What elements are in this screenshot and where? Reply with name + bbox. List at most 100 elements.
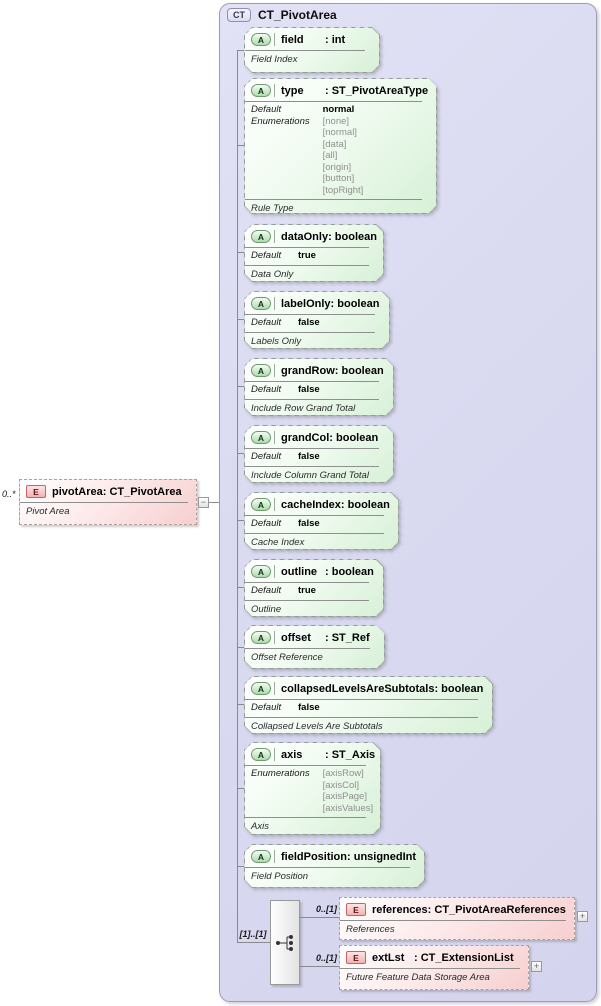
connector-line — [237, 50, 244, 51]
attribute-box-axis[interactable]: A axis : ST_Axis Enumerations [axisRow] … — [244, 742, 381, 835]
attribute-box-cacheindex[interactable]: A cacheIndex : boolean Default false Cac… — [244, 492, 399, 550]
default-value: true — [298, 250, 316, 261]
divider — [245, 699, 478, 700]
attribute-annotation: Cache Index — [251, 536, 305, 548]
attribute-icon: A — [251, 682, 271, 695]
divider — [245, 50, 365, 51]
attribute-box-type[interactable]: A type : ST_PivotAreaType Default normal… — [244, 78, 437, 214]
badge-divider — [274, 84, 275, 97]
divider — [245, 448, 379, 449]
element-annotation: References — [346, 924, 395, 935]
divider — [245, 533, 384, 534]
enumeration-value: [axisRow] — [322, 768, 364, 779]
element-icon: E — [346, 903, 366, 916]
attribute-icon: A — [251, 230, 271, 243]
default-label: Default — [251, 585, 282, 596]
attribute-box-grandrow[interactable]: A grandRow : boolean Default false Inclu… — [244, 358, 394, 416]
attribute-box-labelonly[interactable]: A labelOnly : boolean Default false Labe… — [244, 291, 390, 349]
attribute-box-dataonly[interactable]: A dataOnly : boolean Default true Data O… — [244, 224, 384, 282]
element-name: extLst — [372, 951, 405, 964]
element-type: : CT_ExtensionList — [414, 951, 514, 964]
references-cardinality: 0..[1] — [315, 904, 337, 914]
attribute-annotation: Outline — [251, 603, 282, 615]
connector-line — [237, 145, 244, 146]
element-name: references — [372, 903, 428, 916]
attribute-type: : ST_Axis — [325, 748, 376, 761]
element-box-extlst[interactable]: E extLst : CT_ExtensionList Future Featu… — [339, 945, 529, 990]
badge-divider — [274, 498, 275, 511]
attribute-type: : ST_Ref — [325, 631, 370, 644]
attribute-box-grandcol[interactable]: A grandCol : boolean Default false Inclu… — [244, 425, 394, 483]
connector-line — [237, 788, 244, 789]
connector-line — [237, 319, 244, 320]
sequence-group-box[interactable] — [270, 900, 300, 985]
attribute-annotation: Data Only — [251, 268, 294, 280]
badge-divider — [274, 364, 275, 377]
default-label: Default — [251, 384, 282, 395]
element-type: : CT_PivotAreaReferences — [427, 903, 566, 916]
connector-line — [237, 386, 244, 387]
element-type: : CT_PivotArea — [102, 485, 182, 498]
badge-divider — [274, 631, 275, 644]
badge-divider — [274, 850, 275, 863]
connector-line — [237, 520, 244, 521]
attribute-box-fieldposition[interactable]: A fieldPosition : unsignedInt Field Posi… — [244, 844, 425, 888]
attribute-type: : boolean — [340, 498, 390, 511]
element-box-references[interactable]: E references : CT_PivotAreaReferences Re… — [339, 897, 575, 940]
default-value: false — [298, 702, 320, 713]
attribute-name: grandRow — [281, 364, 335, 377]
attribute-icon: A — [251, 631, 271, 644]
connector-line — [238, 942, 270, 943]
default-value: normal — [322, 104, 355, 115]
enumeration-value: [button] — [322, 173, 355, 184]
enumeration-value: [origin] — [322, 161, 352, 173]
divider — [245, 314, 375, 315]
badge-divider — [274, 748, 275, 761]
attribute-box-offset[interactable]: A offset : ST_Ref Offset Reference — [244, 625, 385, 669]
expand-references-button[interactable]: + — [577, 911, 588, 922]
default-label: Default — [251, 104, 282, 115]
divider — [245, 648, 370, 649]
connector-line — [237, 252, 244, 253]
divider — [245, 381, 379, 382]
attribute-box-field[interactable]: A field : int Field Index — [244, 27, 380, 73]
attribute-type: : boolean — [329, 431, 379, 444]
divider — [245, 199, 422, 200]
attribute-box-collapsedlevelsaresubtotals[interactable]: A collapsedLevelsAreSubtotals : boolean … — [244, 676, 493, 734]
attribute-type: : boolean — [334, 364, 384, 377]
expand-extlst-button[interactable]: + — [531, 961, 542, 972]
divider — [245, 515, 384, 516]
attribute-name: fieldPosition — [281, 850, 347, 863]
element-name: pivotArea — [52, 485, 103, 498]
element-annotation: Pivot Area — [26, 506, 70, 517]
divider — [245, 101, 422, 102]
attribute-annotation: Offset Reference — [251, 652, 323, 663]
connector-line — [237, 647, 244, 648]
attribute-icon: A — [251, 364, 271, 377]
attribute-box-outline[interactable]: A outline : boolean Default true Outline — [244, 559, 384, 617]
attribute-annotation: Field Position — [251, 871, 309, 882]
attribute-name: type — [281, 84, 304, 97]
divider — [245, 867, 410, 868]
attribute-type: : boolean — [328, 230, 377, 243]
attribute-annotation: Include Row Grand Total — [251, 402, 356, 414]
attribute-name: labelOnly — [281, 297, 331, 310]
collapse-pivotarea-button[interactable]: − — [198, 497, 209, 508]
enumeration-value: [axisPage] — [322, 791, 367, 802]
attribute-annotation: Collapsed Levels Are Subtotals — [251, 720, 383, 732]
divider — [245, 717, 478, 718]
element-box-pivotarea[interactable]: E pivotArea : CT_PivotArea Pivot Area — [19, 479, 197, 525]
divider — [245, 817, 366, 818]
attribute-annotation: Rule Type — [251, 203, 294, 213]
attribute-annotation: Include Column Grand Total — [251, 469, 369, 481]
attribute-name: outline — [281, 565, 318, 578]
extlst-cardinality: 0..[1] — [315, 953, 337, 963]
connector-line — [237, 587, 244, 588]
connector-line — [300, 917, 339, 918]
default-value: false — [298, 317, 320, 328]
enumeration-value: [topRight] — [322, 184, 364, 196]
attribute-name: offset — [281, 631, 311, 644]
attribute-icon: A — [251, 498, 271, 511]
default-value: false — [298, 518, 320, 529]
